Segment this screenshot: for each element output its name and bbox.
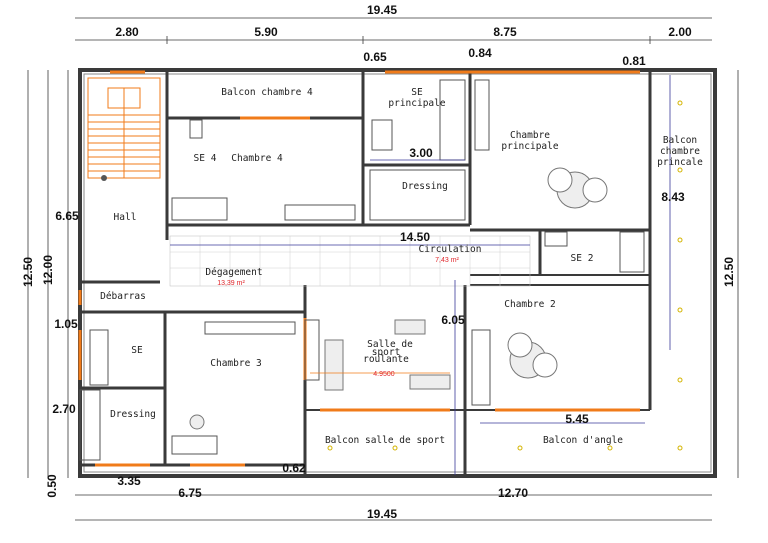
label-degagement: Dégagement: [205, 267, 262, 278]
walls: [78, 68, 717, 478]
dim-right-1250: 12.50: [722, 257, 736, 287]
dim-545: 5.45: [565, 412, 589, 426]
label-chambre-principale-1: Chambre: [510, 130, 550, 141]
dim-total-bottom: 19.45: [367, 507, 397, 521]
dim-843: 8.43: [661, 190, 685, 204]
label-circulation: Circulation: [419, 244, 482, 255]
label-sport-measure: 4.9500: [373, 371, 395, 378]
label-salle-sport-1: Salle de: [367, 339, 413, 350]
label-se4: SE 4: [194, 153, 217, 164]
dim-084: 0.84: [468, 46, 492, 60]
light-points: [327, 100, 683, 451]
dim-top-a: 2.80: [115, 25, 139, 39]
staircase: [87, 77, 161, 181]
dim-top-d: 2.00: [668, 25, 692, 39]
dim-bottom-1270: 12.70: [498, 486, 528, 500]
dim-081: 0.81: [622, 54, 646, 68]
label-chambre2: Chambre 2: [504, 299, 555, 310]
label-chambre4: Chambre 4: [231, 153, 283, 164]
dim-top-c: 8.75: [493, 25, 517, 39]
label-balcon-cp-3: princale: [657, 157, 703, 168]
dim-left-050: 0.50: [45, 474, 59, 498]
label-balcon-cp-1: Balcon: [663, 135, 697, 146]
label-se-principale-1: SE: [411, 87, 423, 98]
corridor-tiles: [169, 235, 531, 287]
dim-062: 0.62: [282, 461, 306, 475]
furniture: [189, 167, 608, 430]
label-balcon-chambre4: Balcon chambre 4: [221, 87, 313, 98]
dimension-lines: [27, 17, 739, 521]
dimension-labels: 19.45 2.80 5.90 8.75 2.00 0.65 0.84 0.81…: [21, 3, 736, 521]
label-salle-sport-2: sport: [372, 347, 401, 358]
label-dressing-bottom: Dressing: [110, 409, 156, 420]
label-dressing-top: Dressing: [402, 181, 448, 192]
dim-1450: 14.50: [400, 230, 430, 244]
label-balcon-angle: Balcon d'angle: [543, 435, 623, 446]
dim-left-1250: 12.50: [21, 257, 35, 287]
dim-300: 3.00: [409, 146, 433, 160]
dim-left-665: 6.65: [55, 209, 79, 223]
label-se: SE: [131, 345, 143, 356]
fixtures: [79, 79, 645, 461]
dim-left-1200: 12.00: [41, 255, 55, 285]
dim-605: 6.05: [441, 313, 465, 327]
label-salle-sport-3: roulante: [363, 354, 409, 365]
label-hall: Hall: [114, 212, 137, 223]
label-se-principale-2: principale: [388, 98, 445, 109]
label-se2: SE 2: [571, 253, 594, 264]
label-chambre3: Chambre 3: [210, 358, 261, 369]
dim-bottom-675: 6.75: [178, 486, 202, 500]
dim-065: 0.65: [363, 50, 387, 64]
label-debarras: Débarras: [100, 291, 146, 302]
dim-top-b: 5.90: [254, 25, 278, 39]
dim-left-105: 1.05: [54, 317, 78, 331]
dim-total-top: 19.45: [367, 3, 397, 17]
inner-measures: [170, 75, 671, 475]
label-balcon-sport: Balcon salle de sport: [325, 435, 445, 446]
label-chambre-principale-2: principale: [501, 141, 558, 152]
label-circulation-area: 7,43 m²: [435, 257, 459, 264]
label-degagement-area: 13,39 m²: [217, 280, 245, 287]
dim-left-270: 2.70: [52, 402, 76, 416]
room-labels: Balcon chambre 4 SE principale Chambre p…: [100, 87, 703, 446]
label-balcon-cp-2: chambre: [660, 146, 700, 157]
dim-bottom-335: 3.35: [117, 474, 141, 488]
windows: [78, 70, 640, 467]
